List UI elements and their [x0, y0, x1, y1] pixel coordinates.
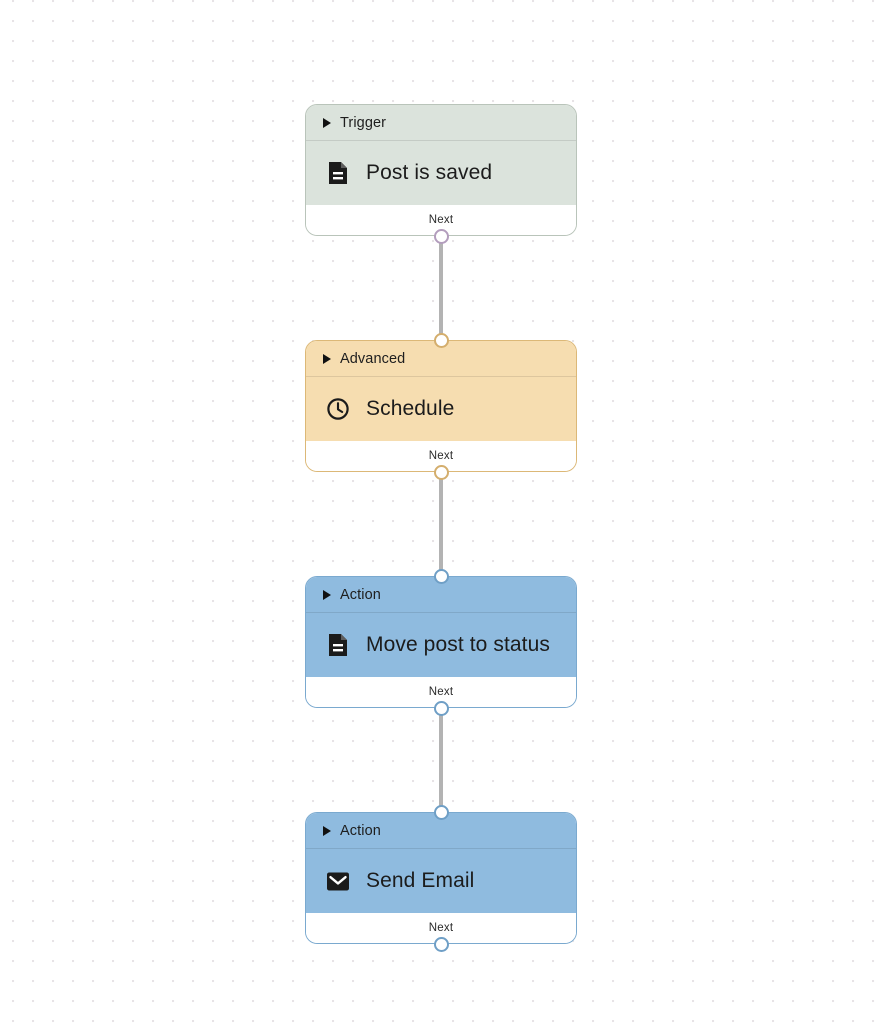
- disclosure-triangle-icon[interactable]: [323, 825, 331, 836]
- node-title: Post is saved: [366, 161, 493, 184]
- node-header[interactable]: Trigger: [306, 105, 576, 141]
- node-title: Move post to status: [366, 633, 550, 656]
- node-card[interactable]: Trigger Post is saved Next: [305, 104, 577, 236]
- node-output-port[interactable]: [433, 464, 449, 480]
- connector-trigger-to-advanced[interactable]: [305, 236, 577, 340]
- connector-action-move-to-send-email[interactable]: [305, 708, 577, 812]
- node-input-port[interactable]: [433, 568, 449, 584]
- node-card[interactable]: Action Send Email Next: [305, 812, 577, 944]
- node-body[interactable]: Schedule: [306, 377, 576, 441]
- document-icon: [326, 161, 350, 185]
- node-output-port[interactable]: [433, 228, 449, 244]
- node-card[interactable]: Advanced Schedule Next: [305, 340, 577, 472]
- workflow-node-trigger[interactable]: Trigger Post is saved Next: [305, 104, 577, 244]
- document-icon: [326, 633, 350, 657]
- node-header[interactable]: Action: [306, 577, 576, 613]
- node-body[interactable]: Post is saved: [306, 141, 576, 205]
- workflow-node-advanced[interactable]: Advanced Schedule Next: [305, 332, 577, 480]
- node-input-port[interactable]: [433, 332, 449, 348]
- node-next-label: Next: [428, 450, 454, 462]
- node-next-label: Next: [428, 686, 454, 698]
- node-category-label: Action: [340, 586, 381, 603]
- node-category-label: Action: [340, 822, 381, 839]
- node-card[interactable]: Action Move post to status Next: [305, 576, 577, 708]
- workflow-node-action-send-email[interactable]: Action Send Email Next: [305, 804, 577, 952]
- connector-line: [438, 236, 444, 340]
- node-next-label: Next: [428, 214, 454, 226]
- connector-advanced-to-action-move[interactable]: [305, 472, 577, 576]
- clock-icon: [326, 397, 350, 421]
- node-title: Schedule: [366, 397, 455, 420]
- node-body[interactable]: Move post to status: [306, 613, 576, 677]
- workflow-node-action-move-post[interactable]: Action Move post to status Next: [305, 568, 577, 716]
- node-title: Send Email: [366, 869, 475, 892]
- disclosure-triangle-icon[interactable]: [323, 353, 331, 364]
- node-output-port[interactable]: [433, 700, 449, 716]
- node-input-port[interactable]: [433, 804, 449, 820]
- node-body[interactable]: Send Email: [306, 849, 576, 913]
- connector-line: [438, 708, 444, 812]
- disclosure-triangle-icon[interactable]: [323, 117, 331, 128]
- node-output-port[interactable]: [433, 936, 449, 952]
- node-next-label: Next: [428, 922, 454, 934]
- workflow-flow: Trigger Post is saved Next: [305, 104, 577, 952]
- node-category-label: Advanced: [340, 350, 406, 367]
- node-category-label: Trigger: [340, 114, 387, 131]
- disclosure-triangle-icon[interactable]: [323, 589, 331, 600]
- envelope-icon: [326, 869, 350, 893]
- connector-line: [438, 472, 444, 576]
